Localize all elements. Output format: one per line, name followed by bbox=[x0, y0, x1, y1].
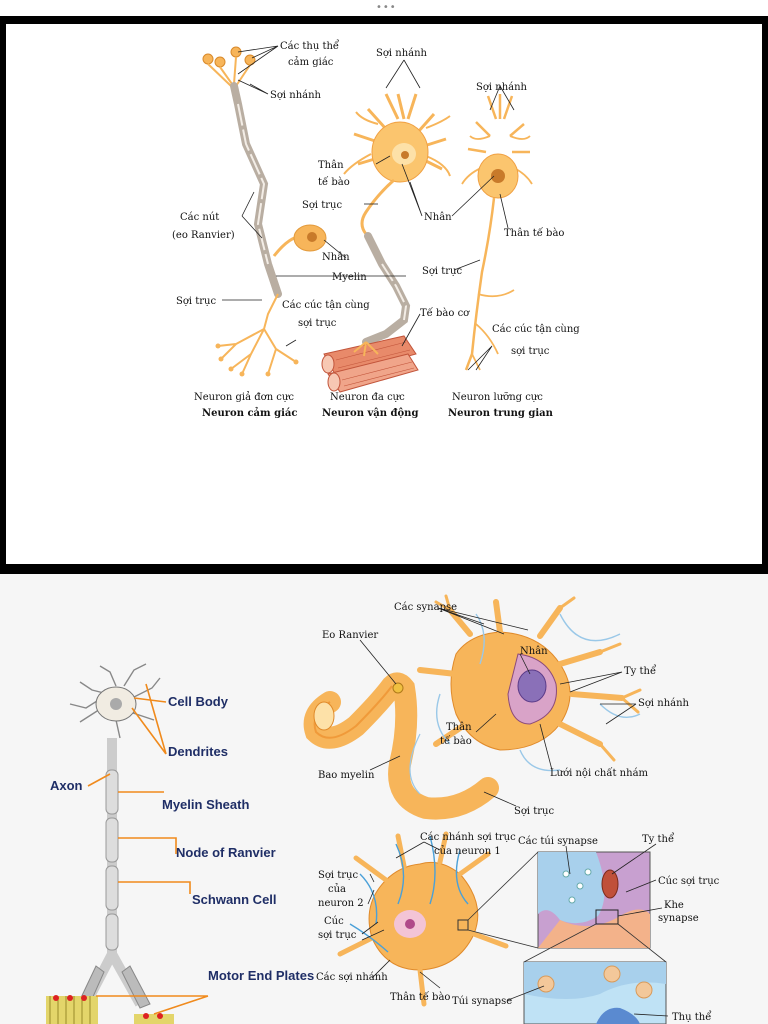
label-dendrites-2: Các sợi nhánh bbox=[316, 972, 388, 983]
label-axon: Axon bbox=[50, 778, 83, 793]
label-rough-er: Lưới nội chất nhám bbox=[550, 768, 649, 779]
label-axon-right: Sợi trục bbox=[422, 266, 462, 277]
window-top-strip bbox=[0, 0, 768, 16]
caption-role-1: Neuron cảm giác bbox=[202, 408, 297, 419]
motor-end-plates bbox=[46, 995, 174, 1024]
panel1-leader-lines bbox=[222, 45, 515, 371]
label-terminals-right: Các cúc tận cùng bbox=[492, 324, 580, 335]
muscle-cells bbox=[321, 335, 419, 393]
label-synaptic-cleft: Khe bbox=[664, 900, 684, 911]
caption-type-1: Neuron giả đơn cực bbox=[194, 392, 294, 403]
neuron-structure-panel: Cell Body Dendrites Axon Myelin Sheath N… bbox=[0, 574, 768, 1024]
label-axon-neuron2-3: neuron 2 bbox=[318, 898, 364, 909]
label-axon-branches: Các nhánh sợi trục bbox=[420, 832, 516, 843]
label-cell-body-3: Thân tế bào bbox=[390, 992, 450, 1003]
label-cell-body-vn: Thân bbox=[446, 722, 472, 733]
detailed-neuron-leaders bbox=[359, 607, 637, 807]
english-neuron bbox=[46, 663, 209, 1024]
synapse-leaders bbox=[361, 841, 669, 1017]
label-axon-bouton: Cúc sợi trục bbox=[658, 876, 720, 887]
label-vesicle: Túi synapse bbox=[452, 996, 512, 1007]
label-boutons: Cúc bbox=[324, 916, 344, 927]
label-dendrite-left: Sợi nhánh bbox=[270, 90, 322, 101]
label-axon-mid: Sợi trục bbox=[302, 200, 342, 211]
label-nodes-2: (eo Ranvier) bbox=[172, 230, 235, 241]
label-terminals-mid-2: sợi trục bbox=[298, 318, 337, 329]
label-muscle-cell: Tế bào cơ bbox=[420, 308, 470, 319]
label-node-of-ranvier: Node of Ranvier bbox=[176, 845, 276, 860]
label-mitochondria: Ty thể bbox=[624, 665, 656, 677]
label-nucleus-mid: Nhân bbox=[424, 212, 452, 223]
caption-type-2: Neuron đa cực bbox=[330, 392, 405, 403]
label-boutons-2: sợi trục bbox=[318, 930, 357, 941]
multipolar-neuron bbox=[321, 93, 451, 393]
label-nucleus-left: Nhân bbox=[322, 252, 350, 263]
synapse-neuron bbox=[337, 831, 509, 1007]
label-cell-body-vn-2: tế bào bbox=[440, 736, 472, 747]
label-sensory-receptors-2: cảm giác bbox=[288, 57, 334, 68]
label-schwann-cell: Schwann Cell bbox=[192, 892, 277, 907]
label-synaptic-cleft-2: synapse bbox=[658, 913, 699, 924]
label-synaptic-vesicles: Các túi synapse bbox=[518, 836, 598, 847]
neuron-structure-diagram: Cell Body Dendrites Axon Myelin Sheath N… bbox=[46, 594, 720, 1024]
label-dendrites: Dendrites bbox=[168, 744, 228, 759]
page-handle-icon[interactable]: ••• bbox=[376, 2, 397, 13]
label-myelin-sheath-vn: Bao myelin bbox=[318, 770, 375, 781]
label-nodes: Các nút bbox=[180, 212, 219, 223]
synapse-zoom-inset bbox=[523, 923, 667, 1024]
label-terminals-mid: Các cúc tận cùng bbox=[282, 300, 370, 311]
label-cell-body-mid-2: tế bào bbox=[318, 177, 350, 188]
detailed-neuron bbox=[303, 594, 642, 820]
label-axon-branches-2: của neuron 1 bbox=[434, 846, 501, 857]
label-cell-body-right: Thân tế bào bbox=[504, 228, 564, 239]
caption-role-2: Neuron vận động bbox=[322, 408, 418, 419]
label-cell-body-mid: Thân bbox=[318, 160, 344, 171]
label-myelin-sheath: Myelin Sheath bbox=[162, 797, 249, 812]
label-axon-left: Sợi trục bbox=[176, 296, 216, 307]
caption-role-3: Neuron trung gian bbox=[448, 408, 554, 419]
label-axon-neuron2-2: của bbox=[328, 884, 346, 895]
label-axon-neuron2: Sợi trục bbox=[318, 870, 358, 881]
synapse-inset bbox=[467, 851, 651, 949]
caption-type-3: Neuron lưỡng cực bbox=[452, 392, 543, 403]
label-sensory-receptors: Các thụ thể bbox=[280, 40, 339, 52]
label-dendrite-mid: Sợi nhánh bbox=[376, 48, 428, 59]
neuron-types-panel: Các thụ thể cảm giác Sợi nhánh Các nút (… bbox=[6, 24, 762, 564]
label-cell-body: Cell Body bbox=[168, 694, 229, 709]
label-dendrites-vn: Sợi nhánh bbox=[638, 698, 690, 709]
label-synapses: Các synapse bbox=[394, 602, 457, 613]
label-nucleus: Nhân bbox=[520, 646, 548, 657]
label-eo-ranvier: Eo Ranvier bbox=[322, 630, 378, 641]
pseudounipolar-neuron bbox=[202, 46, 327, 377]
label-receptor: Thụ thể bbox=[672, 1011, 711, 1023]
neuron-types-diagram: Các thụ thể cảm giác Sợi nhánh Các nút (… bbox=[172, 40, 580, 419]
label-terminals-right-2: sợi trục bbox=[511, 346, 550, 357]
label-mitochondria-2: Ty thể bbox=[642, 833, 674, 845]
label-axon-vn: Sợi trục bbox=[514, 806, 554, 817]
label-dendrite-right: Sợi nhánh bbox=[476, 82, 528, 93]
bipolar-neuron bbox=[461, 94, 533, 371]
label-myelin: Myelin bbox=[332, 272, 367, 283]
label-motor-end-plates: Motor End Plates bbox=[208, 968, 314, 983]
